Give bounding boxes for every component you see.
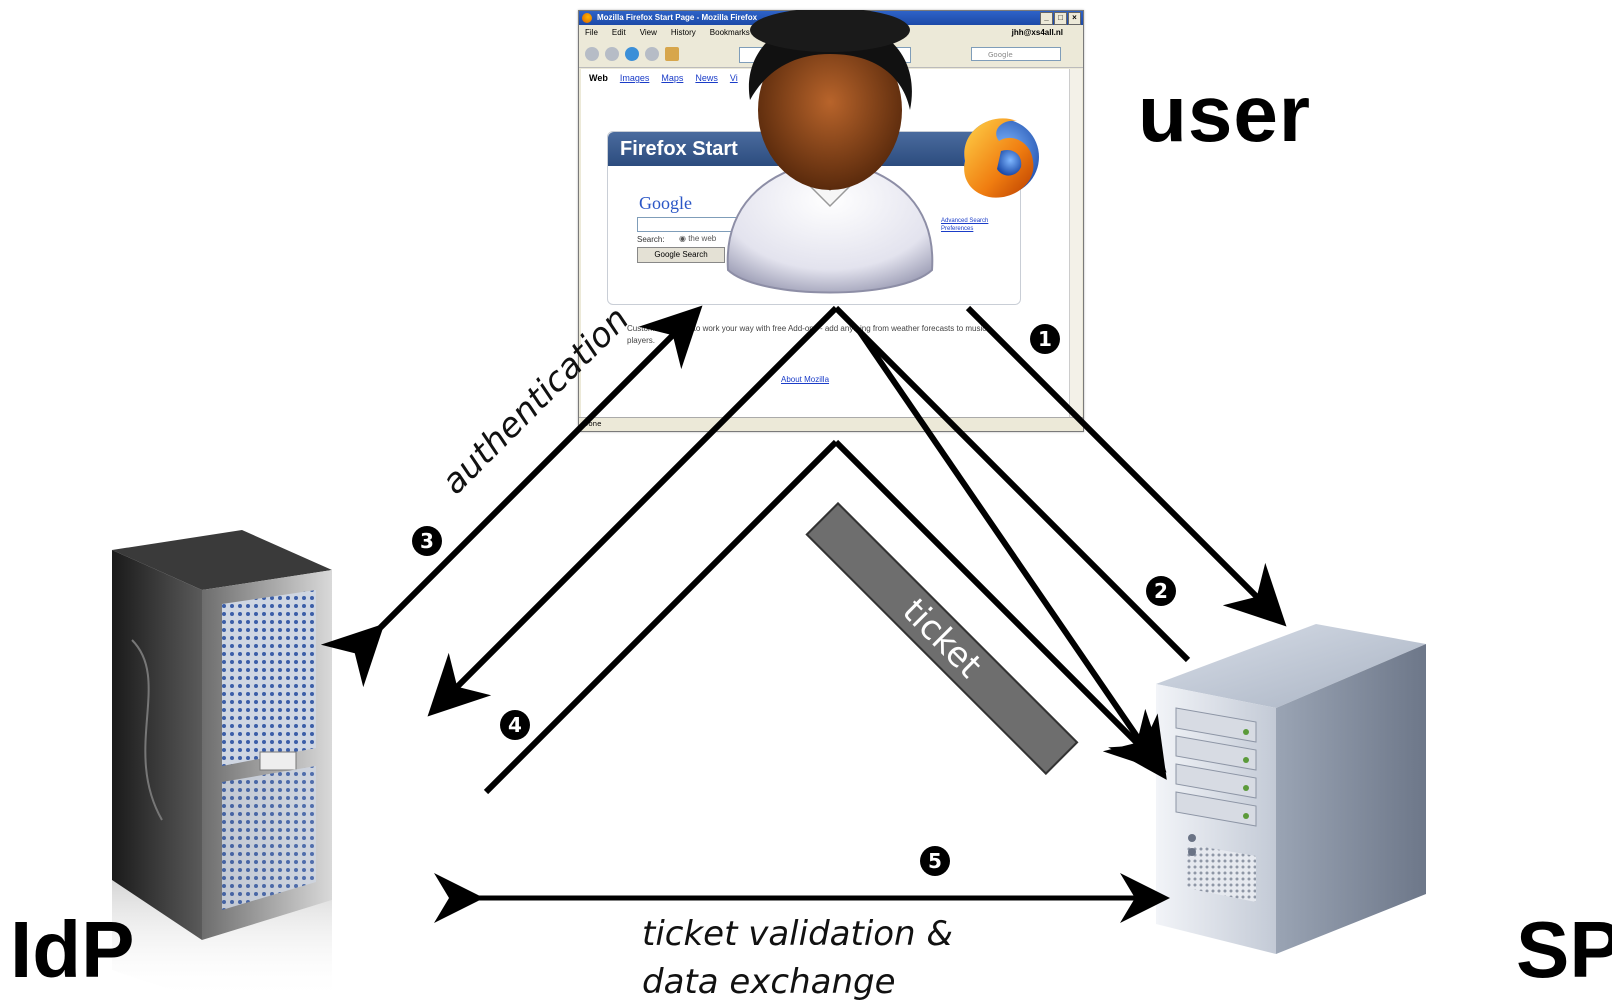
- line-step-4: [483, 439, 839, 795]
- google-logo: Google: [639, 193, 692, 213]
- forward-icon[interactable]: [605, 47, 619, 61]
- validation-line-1: ticket validation &: [642, 914, 953, 954]
- search-web-radio[interactable]: ◉ the web: [679, 234, 717, 243]
- menu-bookmarks[interactable]: Bookmarks: [709, 28, 750, 37]
- browser-title: Mozilla Firefox Start Page - Mozilla Fir…: [597, 13, 758, 22]
- step-5-badge: 5: [920, 846, 950, 876]
- menu-edit[interactable]: Edit: [611, 28, 626, 37]
- person-icon: [726, 10, 934, 294]
- line-step-2: [833, 305, 1191, 663]
- step-1-badge: 1: [1030, 324, 1060, 354]
- server-bays: [1175, 707, 1257, 902]
- maximize-icon[interactable]: □: [1054, 12, 1067, 25]
- arrow-idp-return: [427, 305, 839, 717]
- browser-menubar: File Edit View History Bookmarks jhh@xs4…: [579, 25, 1083, 41]
- tab-images[interactable]: Images: [619, 73, 650, 83]
- step-2-badge: 2: [1146, 576, 1176, 606]
- arrow-step-4: [833, 439, 1167, 773]
- google-search-button[interactable]: Google Search: [637, 247, 725, 263]
- advanced-search-link[interactable]: Advanced Search: [941, 218, 989, 224]
- account-label[interactable]: jhh@xs4all.nl: [1011, 28, 1063, 37]
- step-3-badge: 3: [412, 526, 442, 556]
- search-tabs: Web Images Maps News Vi: [581, 69, 1069, 87]
- tab-web[interactable]: Web: [589, 73, 608, 83]
- sp-label: SP: [1516, 905, 1612, 994]
- stop-icon[interactable]: [645, 47, 659, 61]
- search-label: Search:: [637, 235, 665, 244]
- validation-label: ticket validation & data exchange: [642, 910, 1002, 1006]
- search-option: the web: [688, 234, 717, 243]
- tower-server-icon: [112, 530, 332, 1000]
- back-icon[interactable]: [585, 47, 599, 61]
- menu-file[interactable]: File: [585, 28, 598, 37]
- arrow-step-1: [965, 305, 1287, 627]
- tab-maps[interactable]: Maps: [661, 73, 684, 83]
- about-mozilla-link[interactable]: About Mozilla: [781, 375, 830, 384]
- firefox-logo-icon: [963, 118, 1039, 198]
- step-4-badge: 4: [500, 710, 530, 740]
- browser-scrollbar[interactable]: [1069, 69, 1082, 417]
- tab-video[interactable]: Vi: [729, 73, 738, 83]
- minimize-icon[interactable]: _: [1040, 12, 1053, 25]
- arrow-step-3: [320, 305, 703, 688]
- arrow-step-2: [857, 330, 1167, 780]
- menu-history[interactable]: History: [670, 28, 696, 37]
- reload-icon[interactable]: [625, 47, 639, 61]
- validation-line-2: data exchange: [642, 962, 896, 1002]
- search-input[interactable]: Google: [971, 47, 1061, 61]
- menu-view[interactable]: View: [639, 28, 657, 37]
- tab-news[interactable]: News: [695, 73, 718, 83]
- advanced-links: Advanced Search Preferences: [941, 217, 988, 233]
- home-icon[interactable]: [665, 47, 679, 61]
- close-icon[interactable]: ×: [1068, 12, 1081, 25]
- firefox-small-icon: [582, 13, 592, 23]
- window-controls: _ □ ×: [1040, 12, 1081, 25]
- server-icon: [1156, 624, 1426, 954]
- user-label: user: [1138, 69, 1311, 158]
- preferences-link[interactable]: Preferences: [941, 226, 974, 232]
- idp-label: IdP: [10, 905, 135, 994]
